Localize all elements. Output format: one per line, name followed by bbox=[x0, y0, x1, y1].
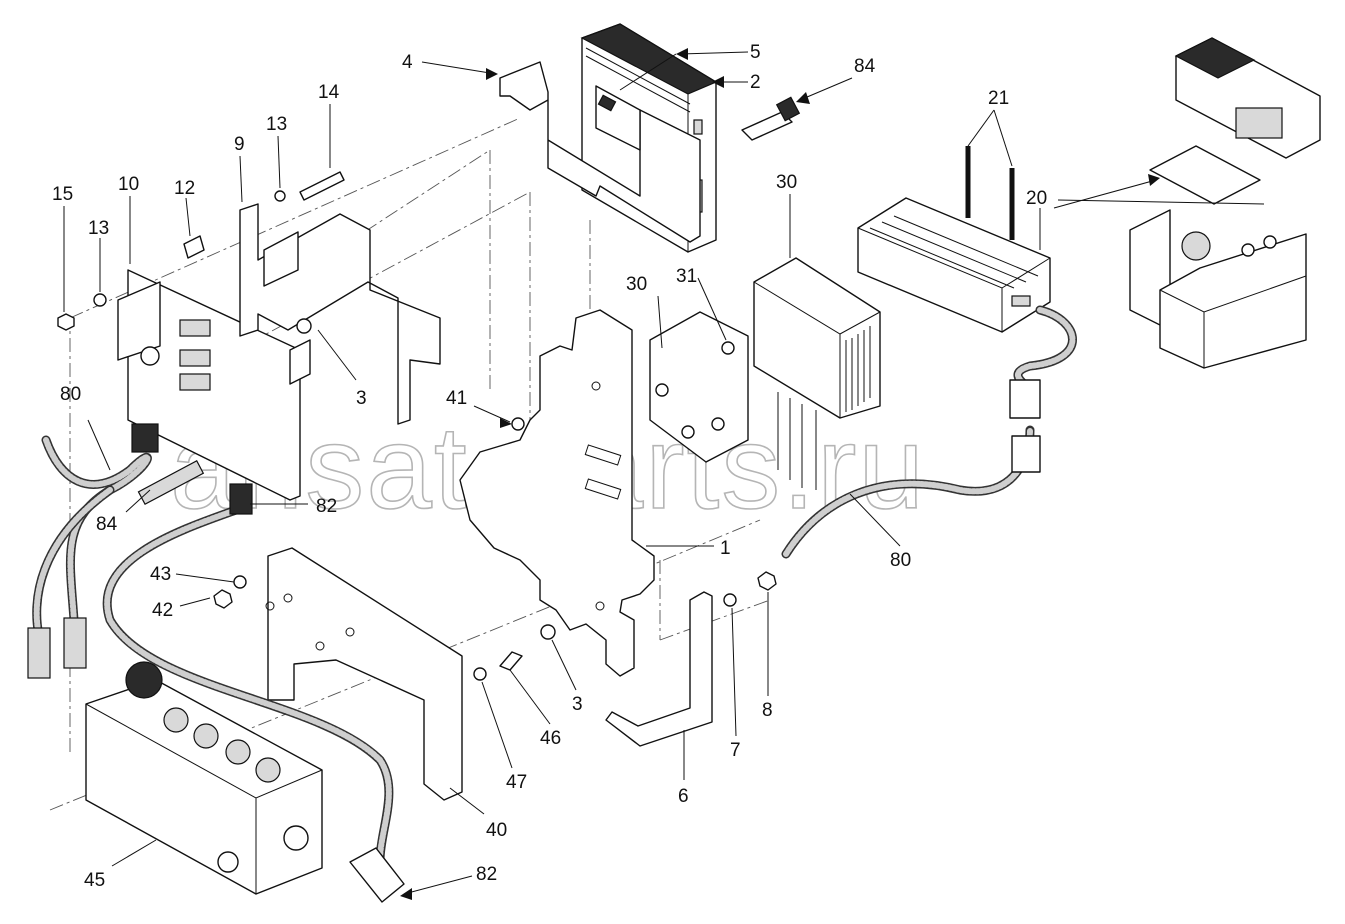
bolt-part-14 bbox=[299, 171, 345, 201]
callout-13-top: 13 bbox=[266, 114, 287, 135]
circuit-board-part-10 bbox=[117, 269, 311, 501]
callout-8: 8 bbox=[762, 700, 773, 721]
callout-1: 1 bbox=[720, 538, 731, 559]
plate-part-1 bbox=[459, 309, 655, 677]
cable-part-82 bbox=[102, 483, 405, 903]
callout-20: 20 bbox=[1026, 188, 1047, 209]
screw-part-31 bbox=[721, 341, 735, 355]
callout-30-left: 30 bbox=[626, 274, 647, 295]
callout-13-left: 13 bbox=[88, 218, 109, 239]
callout-10: 10 bbox=[118, 174, 139, 195]
relay-box-part-30 bbox=[753, 257, 881, 490]
callout-45: 45 bbox=[84, 870, 105, 891]
callout-41: 41 bbox=[446, 388, 467, 409]
washer-part-7 bbox=[723, 593, 737, 607]
usb-connector-part-84 bbox=[741, 96, 801, 141]
callout-2: 2 bbox=[750, 72, 761, 93]
callout-9: 9 bbox=[234, 134, 245, 155]
cable-part-80-right bbox=[781, 305, 1077, 559]
callout-3-top: 3 bbox=[356, 388, 367, 409]
screw-part-5 bbox=[619, 53, 677, 91]
callout-84-top: 84 bbox=[854, 56, 876, 77]
callout-6: 6 bbox=[678, 786, 689, 807]
callout-labels: 4 5 2 84 21 14 13 9 10 12 15 13 30 20 30… bbox=[52, 42, 1047, 891]
callout-84-lower: 84 bbox=[96, 514, 118, 535]
callout-31: 31 bbox=[676, 266, 697, 287]
callout-42: 42 bbox=[152, 600, 173, 621]
leader-lines bbox=[63, 48, 1265, 900]
hardware-small-parts bbox=[57, 171, 777, 681]
callout-4: 4 bbox=[402, 52, 413, 73]
washer-part-13-left bbox=[93, 293, 107, 307]
bracket-part-4 bbox=[499, 61, 701, 243]
l-bracket-part-6 bbox=[605, 591, 713, 747]
spacer-part-46 bbox=[499, 651, 523, 671]
callout-3-bottom: 3 bbox=[572, 694, 583, 715]
bracket-part-9 bbox=[239, 203, 441, 425]
callout-82-bottom: 82 bbox=[476, 864, 497, 885]
callout-12: 12 bbox=[174, 178, 195, 199]
callout-46: 46 bbox=[540, 728, 561, 749]
screw-part-41 bbox=[511, 417, 525, 431]
washer-part-47 bbox=[473, 667, 487, 681]
screw-part-3-bottom bbox=[540, 624, 556, 640]
spacer-part-12 bbox=[183, 235, 205, 259]
callout-80-right: 80 bbox=[890, 550, 911, 571]
callout-43: 43 bbox=[150, 564, 171, 585]
assembled-view-part-20 bbox=[1129, 37, 1321, 369]
callout-80-left: 80 bbox=[60, 384, 81, 405]
power-supply-part-30 bbox=[857, 197, 1051, 333]
callout-15: 15 bbox=[52, 184, 73, 205]
callout-30-top: 30 bbox=[776, 172, 797, 193]
screw-part-3-top bbox=[296, 318, 312, 334]
junction-box-part-45 bbox=[85, 661, 323, 895]
cable-part-80-left bbox=[27, 435, 152, 679]
callout-82-top: 82 bbox=[316, 496, 337, 517]
nut-part-15 bbox=[57, 313, 75, 331]
plate-part-40 bbox=[265, 547, 463, 801]
nut-part-8 bbox=[757, 571, 777, 591]
washer-part-13-top bbox=[274, 190, 286, 202]
callout-47: 47 bbox=[506, 772, 527, 793]
long-screws-part-21 bbox=[965, 146, 1015, 240]
callout-14: 14 bbox=[318, 82, 340, 103]
callout-40: 40 bbox=[486, 820, 507, 841]
washer-part-43 bbox=[233, 575, 247, 589]
callout-5: 5 bbox=[750, 42, 761, 63]
nut-part-42 bbox=[213, 589, 233, 609]
callout-7: 7 bbox=[730, 740, 741, 761]
callout-21: 21 bbox=[988, 88, 1009, 109]
